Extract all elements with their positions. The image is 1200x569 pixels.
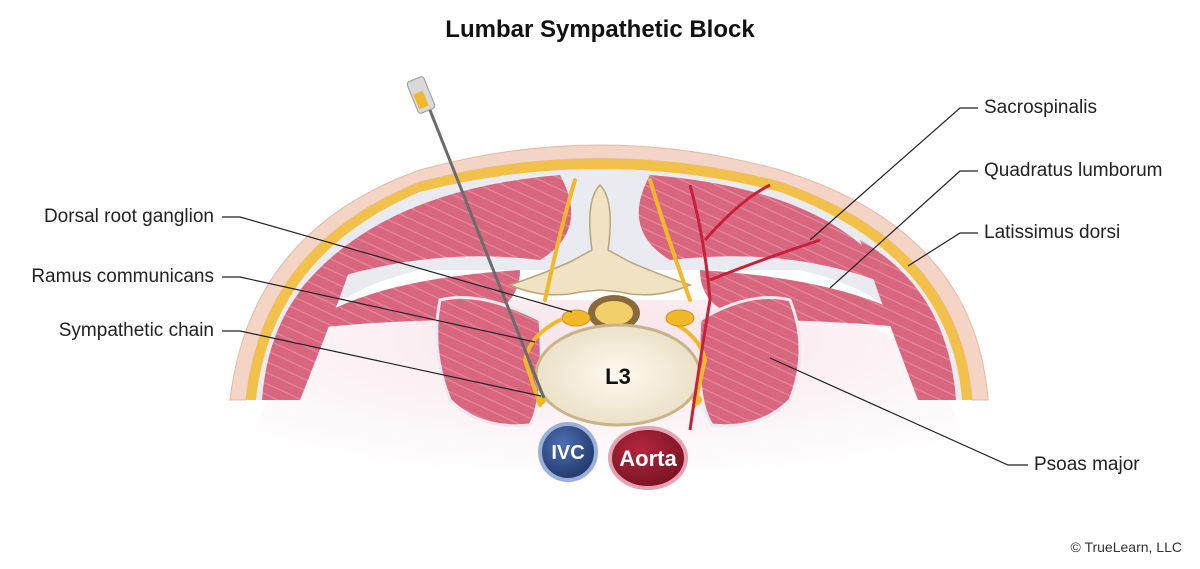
dorsal-root-ganglion-left bbox=[561, 309, 591, 327]
psoas-left bbox=[435, 296, 543, 428]
label-dorsal-root-ganglion: Dorsal root ganglion bbox=[43, 206, 214, 227]
label-sympathetic-chain: Sympathetic chain bbox=[58, 320, 214, 341]
diagram-title: Lumbar Sympathetic Block bbox=[445, 16, 755, 43]
ivc-circle bbox=[538, 422, 598, 482]
sacrospinalis-left bbox=[300, 175, 572, 290]
label-latissimus-dorsi: Latissimus dorsi bbox=[984, 222, 1121, 243]
vertebra-label: L3 bbox=[605, 364, 631, 389]
arteries bbox=[688, 183, 821, 431]
needle bbox=[406, 76, 546, 399]
psoas-right bbox=[697, 296, 802, 428]
copyright-notice: © TrueLearn, LLC bbox=[1070, 539, 1183, 555]
dorsal-root-ganglion-right bbox=[665, 309, 695, 327]
spinous-process bbox=[507, 183, 693, 296]
label-sacrospinalis: Sacrospinalis bbox=[984, 97, 1097, 118]
label-psoas-major: Psoas major bbox=[1034, 454, 1140, 475]
label-quadratus-lumborum: Quadratus lumborum bbox=[984, 160, 1163, 181]
spinal-cord bbox=[595, 301, 633, 325]
latissimus-dorsi-left bbox=[262, 240, 360, 400]
leader-lines bbox=[222, 107, 1028, 466]
sacrospinalis-right bbox=[638, 175, 900, 290]
ivc-label: IVC bbox=[551, 442, 584, 464]
aorta-circle bbox=[608, 426, 688, 490]
aorta-label: Aorta bbox=[619, 446, 677, 471]
label-ramus-communicans: Ramus communicans bbox=[31, 266, 214, 287]
